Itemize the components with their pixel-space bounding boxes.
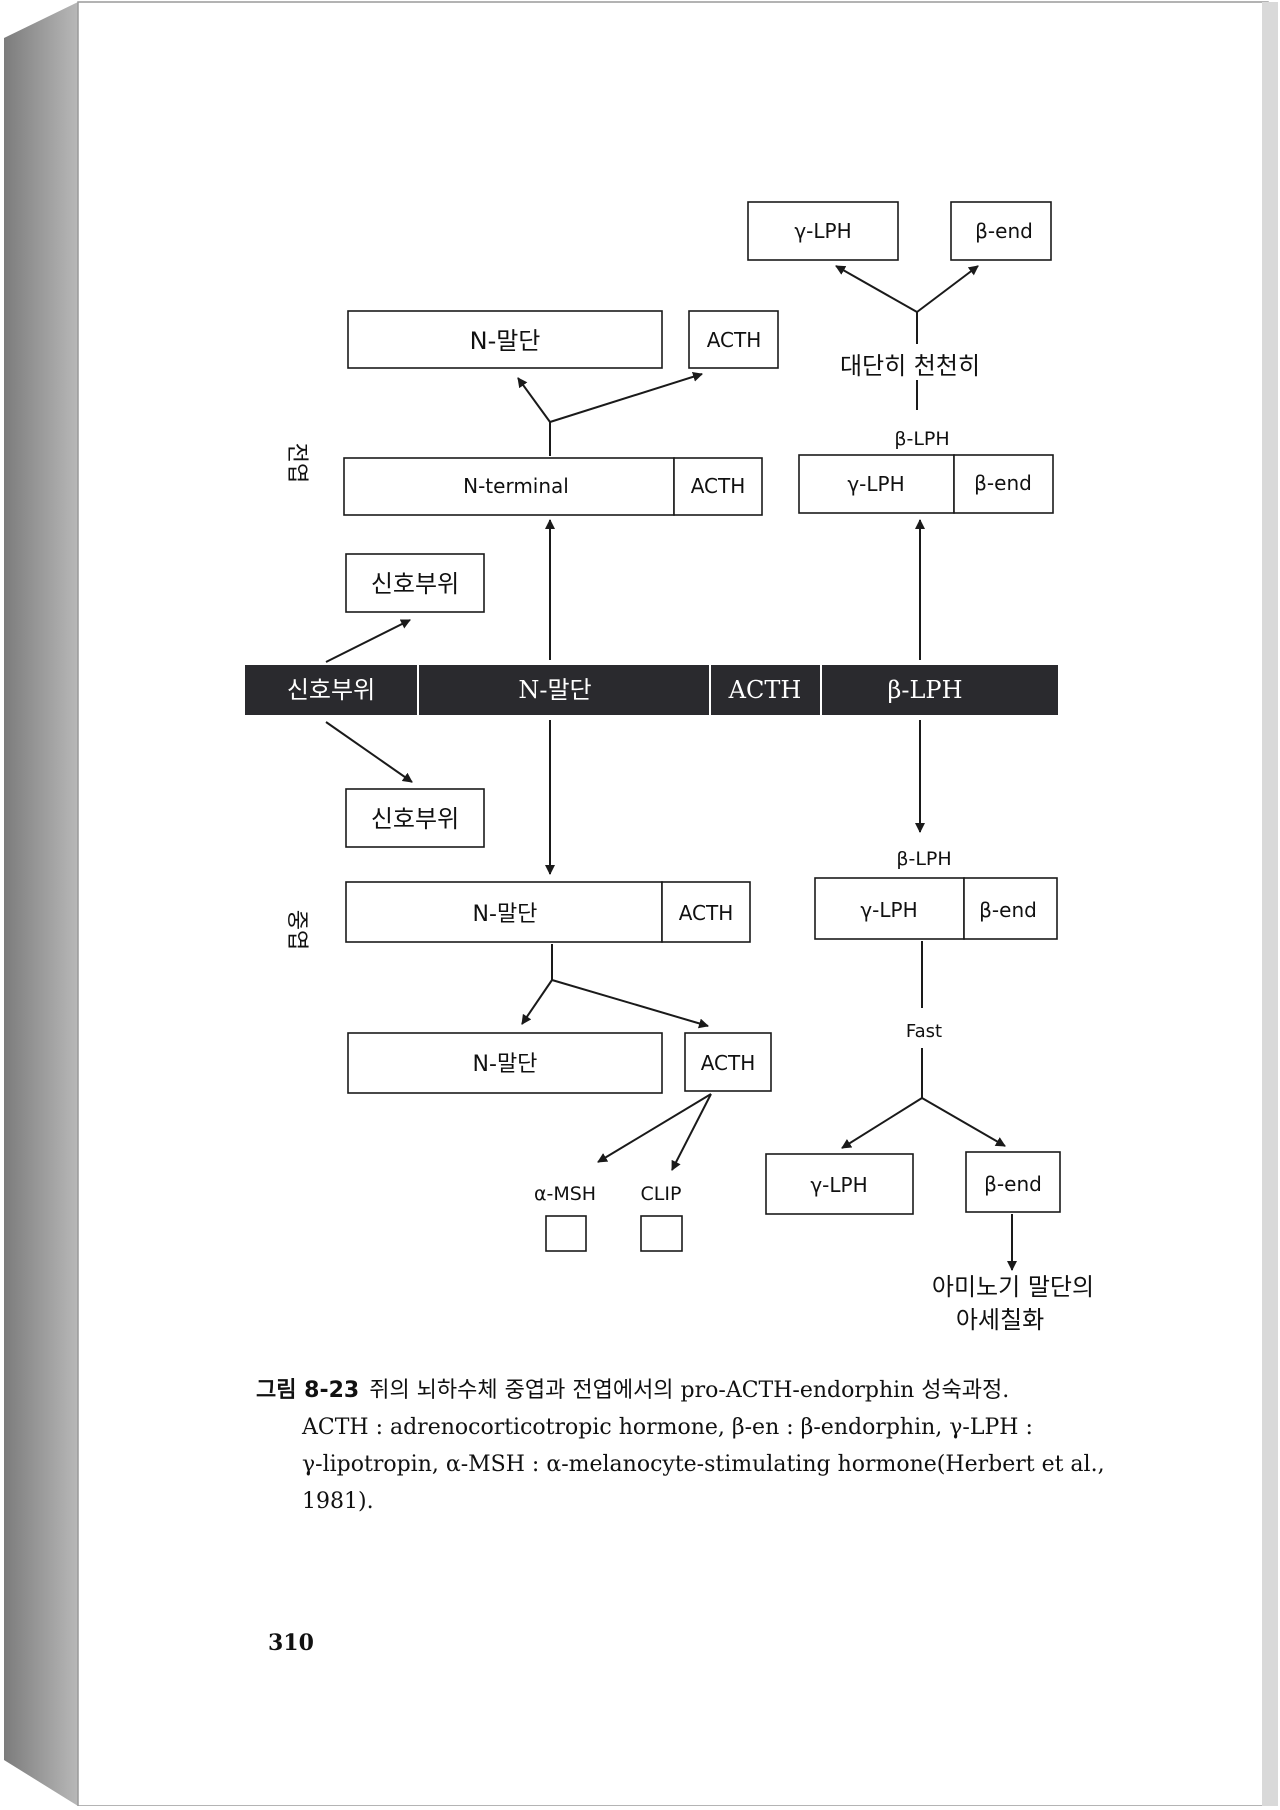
arrow-signal-down xyxy=(325,721,413,783)
beta-lph-label-intermediate: β-LPH xyxy=(896,848,951,870)
cleaved-acth-label: ACTH xyxy=(707,328,762,352)
speed-note-anterior: 대단히 천천히 xyxy=(840,352,980,380)
product-gamma-label: γ-LPH xyxy=(794,219,851,243)
arrow-to-product-beta-intermediate xyxy=(921,1097,1006,1147)
alpha-msh-label: α-MSH xyxy=(534,1183,596,1205)
page-edge xyxy=(1262,2,1278,1806)
acth-box-anterior xyxy=(673,457,763,516)
caption-line-1: 쥐의 뇌하수체 중엽과 전엽에서의 pro-ACTH-endorphin 성숙과… xyxy=(369,1378,1010,1403)
n-terminal-box xyxy=(343,457,675,516)
bar-label-n-terminal: N-말단 xyxy=(518,676,591,704)
beta-end-label-anterior: β-end xyxy=(974,471,1032,495)
n-terminal-label: N-terminal xyxy=(463,474,569,498)
n-terminal-label-intermediate: N-말단 xyxy=(473,902,538,927)
product-beta-label-intermediate: β-end xyxy=(984,1172,1042,1196)
arrow-to-cleaved-acth-intermediate xyxy=(551,979,709,1029)
speed-note-intermediate: Fast xyxy=(906,1021,942,1042)
beta-end-box-anterior xyxy=(953,454,1054,514)
bar-segment-signal xyxy=(243,663,419,717)
product-gamma-box-intermediate xyxy=(765,1153,914,1215)
arrow-to-product-gamma-intermediate xyxy=(841,1097,923,1149)
caption-line-3: γ-lipotropin, α-MSH : α-melanocyte-stimu… xyxy=(302,1452,1105,1477)
product-beta-box xyxy=(950,201,1052,261)
cleaved-n-label-intermediate: N-말단 xyxy=(473,1052,538,1077)
arrow-to-cleaved-n xyxy=(517,377,551,423)
beta-lph-label-anterior: β-LPH xyxy=(894,428,949,450)
alpha-msh-square xyxy=(545,1215,587,1252)
arrow-to-product-beta xyxy=(916,265,979,313)
bar-label-beta-lph: β-LPH xyxy=(888,676,963,704)
acetylation-note-line2: 아세칠화 xyxy=(956,1306,1044,1334)
product-beta-label: β-end xyxy=(975,219,1033,243)
book-spine xyxy=(4,2,78,1806)
arrow-signal-up xyxy=(325,619,411,663)
arrow-to-product-gamma xyxy=(835,265,918,313)
acth-label-anterior: ACTH xyxy=(691,474,746,498)
acth-label-intermediate: ACTH xyxy=(679,901,734,925)
n-terminal-box-intermediate xyxy=(345,881,663,943)
cleaved-acth-label-intermediate: ACTH xyxy=(701,1051,756,1075)
cleaved-acth-box-intermediate xyxy=(684,1032,772,1092)
bar-label-acth: ACTH xyxy=(728,676,802,704)
product-beta-box-intermediate xyxy=(965,1151,1061,1213)
cleaved-acth-box xyxy=(688,310,779,369)
acth-box-intermediate xyxy=(661,881,751,943)
bar-segment-beta-lph xyxy=(820,663,1060,717)
product-gamma-box xyxy=(747,201,899,261)
beta-end-box-intermediate xyxy=(963,877,1058,940)
beta-end-label-intermediate: β-end xyxy=(979,898,1037,922)
precursor-bar: 신호부위 N-말단 ACTH β-LPH xyxy=(243,663,1060,717)
caption-figure-number: 그림 8-23 xyxy=(256,1378,360,1403)
signal-box-top xyxy=(345,553,485,613)
clip-label: CLIP xyxy=(641,1183,682,1205)
gamma-lph-label-intermediate: γ-LPH xyxy=(860,898,917,922)
side-label-anterior: 전엽 xyxy=(284,443,309,483)
arrow-to-cleaved-acth xyxy=(549,371,703,423)
bar-label-signal: 신호부위 xyxy=(287,676,375,704)
acetylation-note-line1: 아미노기 말단의 xyxy=(932,1273,1094,1301)
gamma-lph-box-intermediate xyxy=(814,877,965,940)
page-number: 310 xyxy=(268,1630,314,1656)
cleaved-n-label: N-말단 xyxy=(470,327,541,355)
product-gamma-label-intermediate: γ-LPH xyxy=(810,1173,867,1197)
gamma-lph-box-anterior xyxy=(798,454,955,514)
signal-box-bottom-label: 신호부위 xyxy=(371,805,459,833)
side-label-intermediate: 중엽 xyxy=(284,910,309,950)
arrow-to-alpha-msh xyxy=(597,1093,712,1163)
signal-box-bottom xyxy=(345,788,485,848)
cleaved-n-box-intermediate xyxy=(347,1032,663,1094)
arrow-to-clip xyxy=(671,1093,712,1171)
gamma-lph-label-anterior: γ-LPH xyxy=(847,472,904,496)
caption-line-4: 1981). xyxy=(302,1489,374,1514)
clip-square xyxy=(640,1215,683,1252)
figure-caption: 그림 8-23 쥐의 뇌하수체 중엽과 전엽에서의 pro-ACTH-endorp… xyxy=(256,1372,1118,1520)
signal-box-top-label: 신호부위 xyxy=(371,570,459,598)
caption-line-2: ACTH : adrenocorticotropic hormone, β-en… xyxy=(302,1415,1033,1440)
cleaved-n-box xyxy=(347,310,663,369)
bar-segment-n-terminal xyxy=(417,663,711,717)
arrow-to-cleaved-n-intermediate xyxy=(521,979,553,1025)
